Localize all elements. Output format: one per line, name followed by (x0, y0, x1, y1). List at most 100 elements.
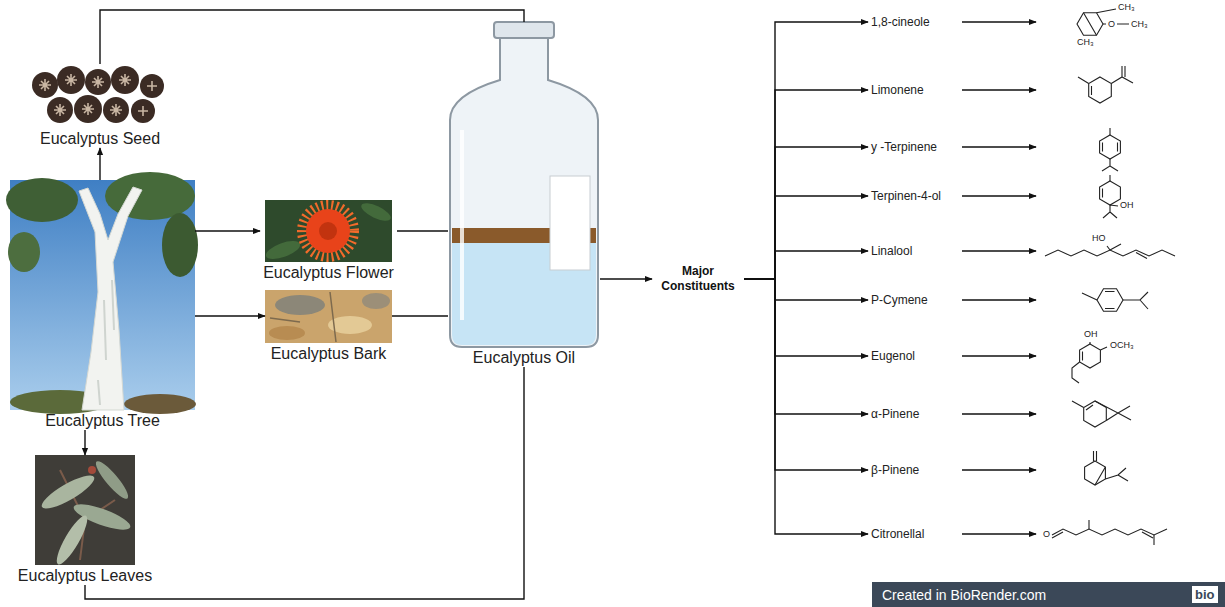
bush (124, 394, 196, 414)
watermark-logo: bio (1192, 586, 1218, 603)
flower-head (306, 209, 350, 253)
citronellal-chain (1052, 529, 1167, 535)
compound-text: Eugenol (871, 349, 915, 364)
atom-label: O (1043, 529, 1050, 540)
structure-arrow (962, 195, 1036, 196)
foliage (6, 178, 78, 222)
photo-ground (25, 64, 175, 128)
cymene-bonds (1082, 292, 1148, 310)
terpinenol-bonds (1103, 175, 1119, 218)
photo-node: Eucalyptus Bark (265, 290, 392, 363)
bottle-label (550, 176, 590, 270)
atom-label: CH₃ (1077, 37, 1094, 48)
photo-node: Eucalyptus Seed (25, 64, 175, 148)
atom-label: O (1108, 19, 1115, 30)
chemical-structures (1045, 9, 1175, 545)
connector-arrow (744, 279, 868, 534)
hub-label: Major Constituents (652, 263, 744, 295)
compound-text: Linalool (871, 244, 912, 259)
limonene-ring (1089, 77, 1112, 103)
compound-name: y -Terpinene (868, 139, 940, 156)
connector-arrow (744, 22, 868, 279)
connector-line (397, 230, 448, 231)
photo-area (448, 22, 600, 347)
structure-arrow (962, 533, 1036, 534)
glass-highlight (460, 130, 464, 320)
bud (88, 466, 96, 474)
photo-node: Eucalyptus Leaves (15, 455, 156, 585)
bark-patch (362, 293, 390, 309)
compound-name: Linalool (868, 243, 915, 260)
linalool-chain (1045, 250, 1175, 256)
photo-area (25, 64, 175, 128)
photo-node: Eucalyptus Flower (260, 200, 397, 282)
photo-ground (35, 455, 135, 565)
connector-arrow (744, 147, 868, 279)
connector-line (85, 367, 524, 599)
watermark-text: Created in BioRender.com (882, 586, 1046, 604)
terpinene-bonds (1102, 128, 1118, 171)
compound-text: Limonene (871, 83, 924, 98)
compound-name: Eugenol (868, 348, 918, 365)
structure-arrow (962, 89, 1036, 90)
atom-label: OH (1120, 200, 1134, 211)
bark-photo (265, 290, 392, 343)
foliage (162, 213, 198, 277)
bark-patch (275, 295, 325, 315)
compound-text: Terpinen-4-ol (871, 189, 941, 204)
seed-star-marks (39, 74, 157, 116)
connector-arrow (744, 279, 868, 414)
bottle-lip (494, 22, 554, 38)
photo-caption: Eucalyptus Flower (263, 264, 394, 282)
photo-area (260, 200, 397, 262)
photo-caption: Eucalyptus Bark (271, 345, 387, 363)
atom-label: CH₃ (1131, 19, 1148, 30)
connector-arrow (744, 90, 868, 279)
structure-arrow (962, 21, 1036, 22)
oil-bottle (450, 22, 598, 347)
photo-area (265, 290, 392, 343)
atom-label: HO (1092, 233, 1106, 244)
compound-name: β-Pinene (868, 462, 922, 479)
connector-arrow (195, 315, 265, 316)
foliage (8, 232, 40, 272)
atom-label: OH (1084, 329, 1098, 340)
linalool-bonds (1107, 244, 1147, 259)
connector-arrow (195, 230, 260, 231)
connector-arrow (744, 279, 868, 356)
limonene-bonds (1078, 66, 1133, 95)
atom-label: CH₃ (1118, 2, 1135, 13)
connector-arrow (744, 196, 868, 279)
leaf (52, 512, 92, 567)
compound-name: Terpinen-4-ol (868, 188, 944, 205)
flower-centre (319, 222, 337, 240)
cineole-bonds (1084, 9, 1130, 35)
compound-name: α-Pinene (868, 406, 922, 423)
bpinene-bonds (1094, 451, 1129, 485)
stamens (302, 205, 354, 257)
apinene-bonds (1072, 401, 1131, 421)
structure-arrow (962, 146, 1036, 147)
leaves-photo (35, 455, 135, 568)
eugenol-bonds (1072, 342, 1107, 383)
atom-label: OCH₃ (1110, 340, 1134, 351)
bark-crack (270, 292, 336, 342)
structure-arrow (962, 355, 1036, 356)
connector-arrow (744, 251, 868, 279)
compound-name: 1,8-cineole (868, 14, 933, 31)
compound-text: y -Terpinene (871, 140, 937, 155)
compound-name: Limonene (868, 82, 927, 99)
connector-arrow (99, 148, 100, 180)
citronellal-bonds (1052, 520, 1154, 545)
compound-text: P-Cymene (871, 293, 928, 308)
connector-line (392, 315, 448, 316)
hub-text: Major Constituents (654, 264, 742, 294)
connector-line (100, 10, 524, 64)
compound-text: 1,8-cineole (871, 15, 930, 30)
leaf (359, 200, 393, 224)
photo-area (10, 180, 195, 410)
